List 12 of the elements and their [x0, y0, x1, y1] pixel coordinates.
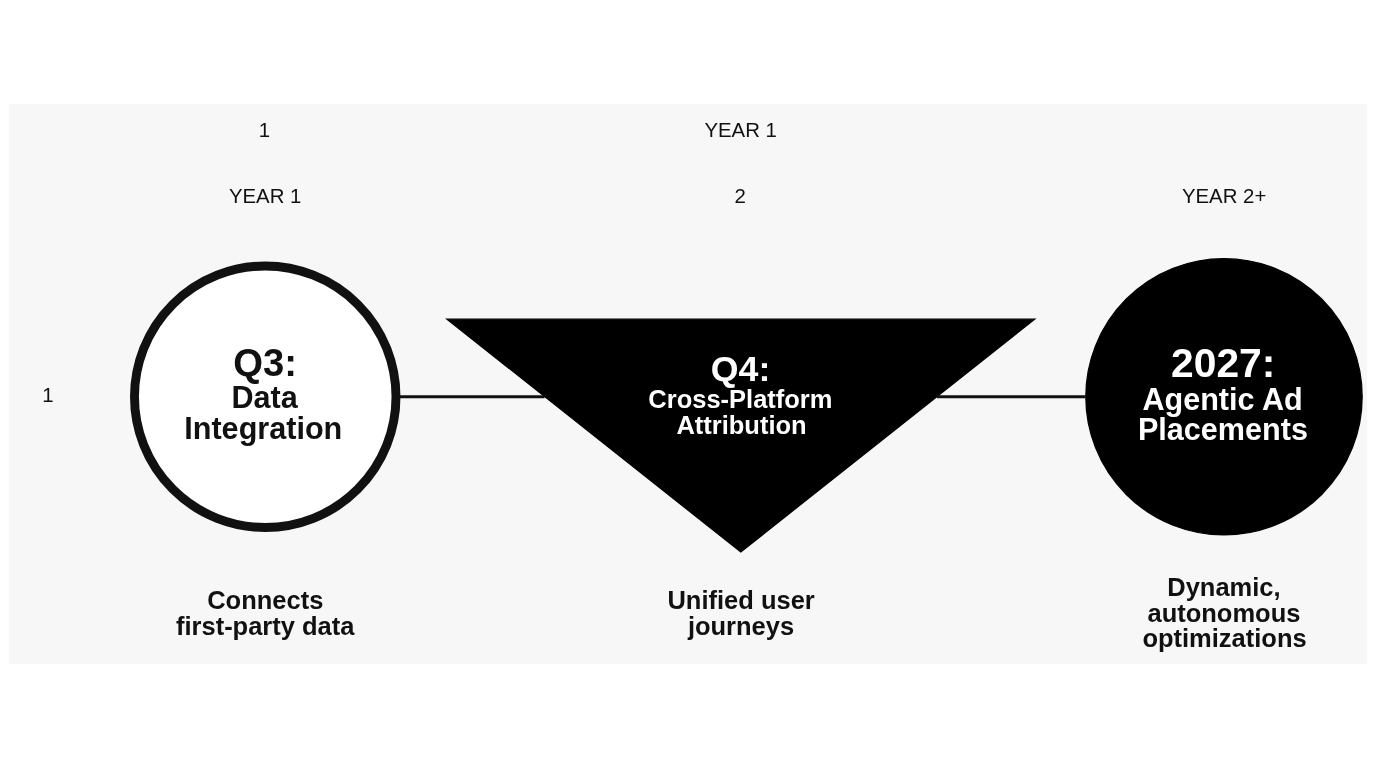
node-circle: 2027: Agentic Ad Placements	[1085, 257, 1363, 536]
label: YEAR 1	[704, 118, 777, 141]
label: 1	[258, 118, 271, 141]
label: 1	[42, 383, 54, 406]
node-label: YEAR 2+	[1181, 185, 1267, 208]
node-label: Connects first-party data	[175, 586, 355, 640]
node-label: Dynamic, autonomous optimizations	[1142, 573, 1307, 653]
node-circle: Q3: Data Integration	[130, 261, 401, 532]
node-label: Unified user journeys	[667, 586, 815, 640]
node-label: YEAR 1	[228, 185, 302, 208]
label: 2	[734, 185, 746, 208]
connector	[937, 395, 1086, 399]
